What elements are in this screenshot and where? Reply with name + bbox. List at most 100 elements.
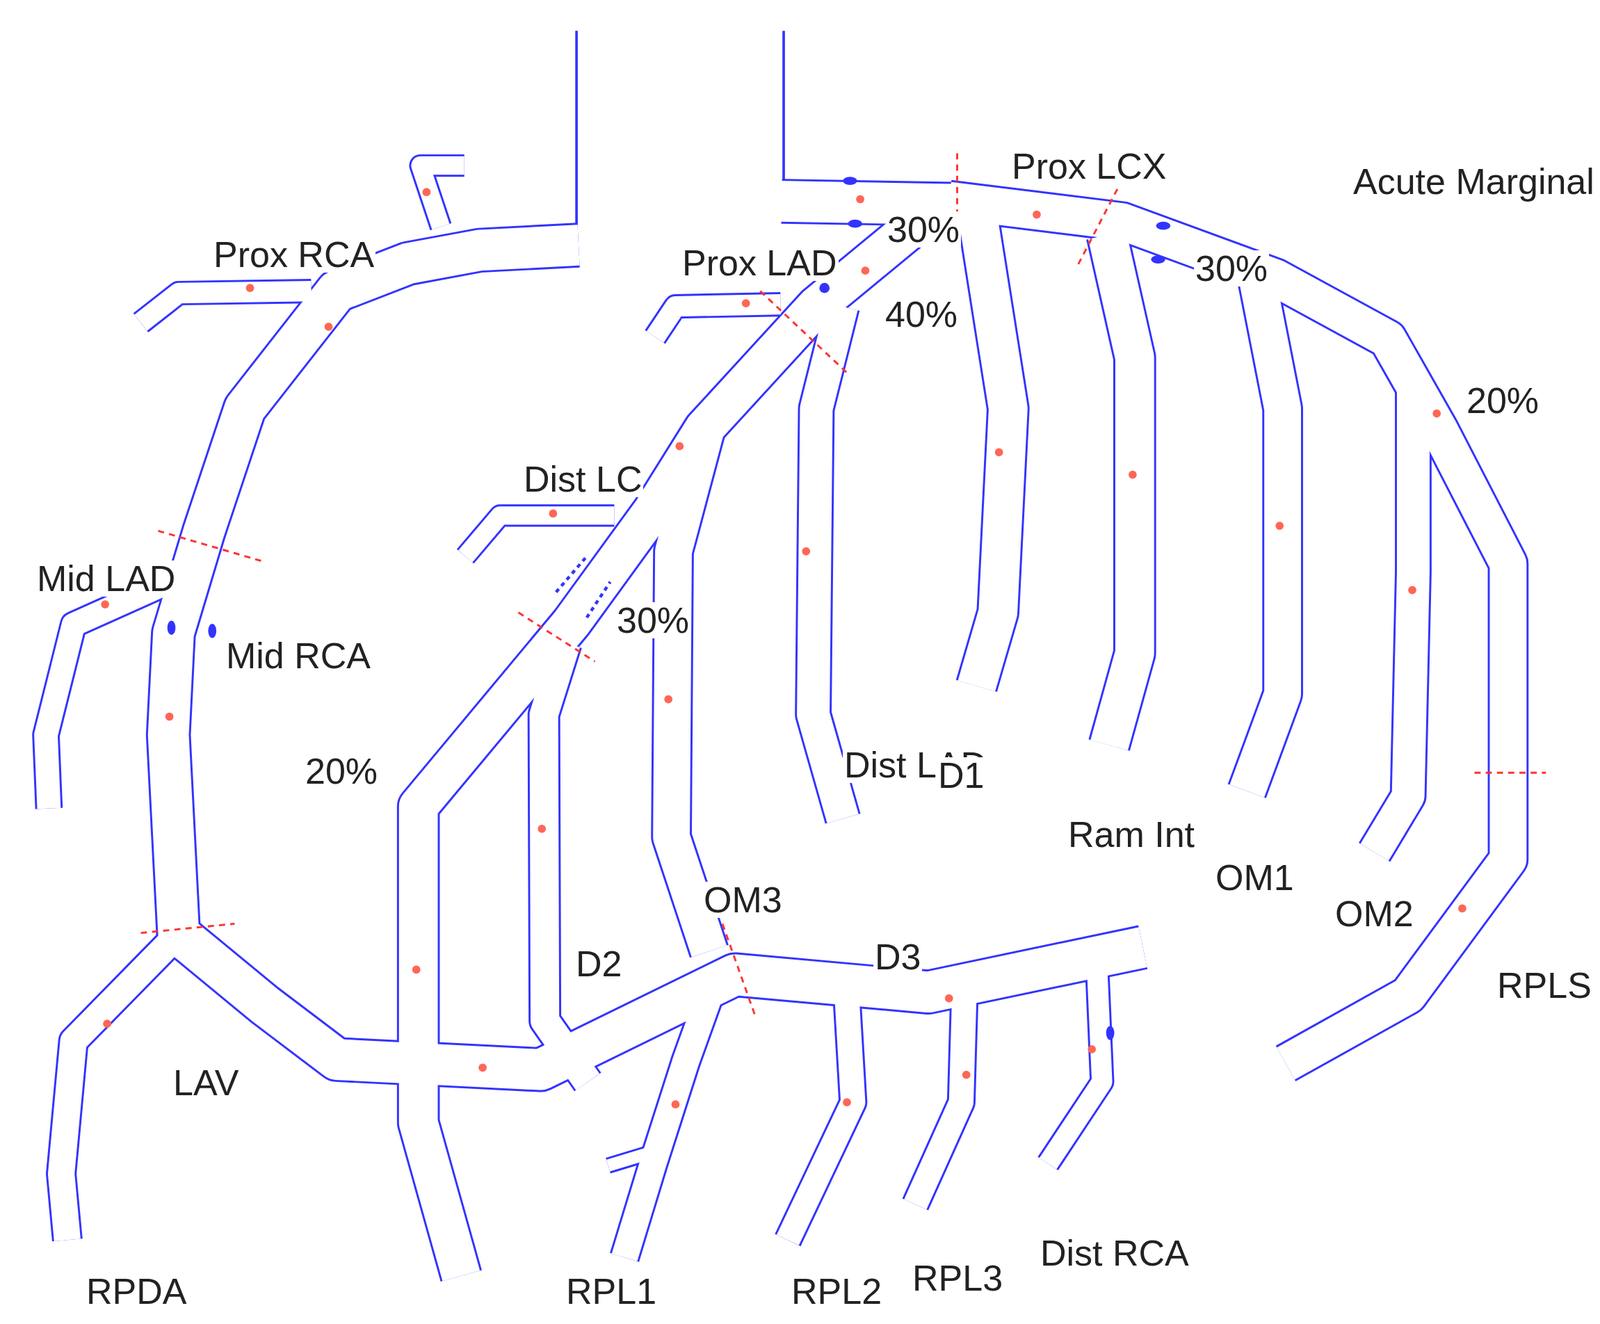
vessel-label: RPL3: [910, 1259, 1005, 1297]
d3: [543, 643, 588, 1082]
stenosis-mark: [1150, 255, 1166, 264]
om2: [1246, 267, 1283, 792]
segment-dot: [671, 1100, 681, 1109]
d3: [543, 643, 588, 1082]
rpl3: [1047, 964, 1103, 1164]
segment-dot: [478, 1063, 487, 1072]
segment-dot: [842, 1097, 852, 1107]
segment-dot: [995, 448, 1004, 457]
om3: [1374, 385, 1414, 853]
vessel-label: D2: [574, 945, 624, 982]
vessel-label: Dist RCA: [1038, 1234, 1191, 1272]
lad: [418, 209, 934, 1276]
ramus: [976, 214, 1008, 687]
segment-dot: [102, 1019, 112, 1028]
stenosis-mark: [819, 283, 830, 294]
vessel-label: Prox RCA: [212, 236, 376, 273]
rpda-twig: [608, 1151, 656, 1167]
mid-lad-branch: [465, 515, 614, 557]
stenosis-marks: [167, 176, 1171, 1040]
segment-dot: [1408, 586, 1417, 595]
stenosis-dashes: [556, 556, 611, 618]
aorta-walls: [576, 30, 784, 225]
lcx: [949, 200, 1509, 1064]
vessel-label: Prox LCX: [1010, 148, 1169, 185]
segment-divider: [518, 612, 595, 662]
stenosis-mark: [207, 623, 217, 639]
segment-dot: [801, 547, 811, 556]
segment-dot: [944, 994, 954, 1003]
segment-dot: [1432, 409, 1441, 418]
segment-divider: [722, 923, 756, 1016]
rpl2: [915, 995, 964, 1205]
segment-dot: [1128, 470, 1137, 480]
om1: [1106, 235, 1135, 746]
segment-divider: [1474, 771, 1547, 774]
om2: [1246, 267, 1283, 792]
rv-branch: [141, 291, 312, 323]
vessel-label: LAV: [171, 1064, 240, 1101]
conus-branch: [420, 165, 465, 227]
aorta-right-wall: [782, 30, 786, 181]
acute-marginal: [61, 936, 176, 1240]
stenosis-mark: [1156, 221, 1171, 231]
segment-dot: [100, 600, 110, 609]
segment-dot: [1087, 1045, 1096, 1054]
vessel-label: Acute Marginal: [1351, 163, 1596, 200]
segment-dot: [1032, 210, 1041, 220]
vessel-label: 30%: [1193, 250, 1270, 287]
septal-branch: [655, 304, 781, 338]
stenosis-mark: [1106, 1025, 1115, 1041]
d2: [671, 429, 710, 952]
stenosis-dash: [556, 556, 587, 592]
segment-dot: [549, 509, 558, 519]
segment-dot: [324, 322, 334, 331]
vessel-label: RPLS: [1495, 967, 1594, 1004]
segment-divider: [760, 291, 847, 373]
ramus: [976, 214, 1008, 687]
acute-marginal: [61, 936, 176, 1240]
vessel-label: OM2: [1333, 895, 1416, 932]
vessel-label: RPL2: [789, 1273, 884, 1310]
stenosis-mark: [167, 620, 176, 636]
segment-dot: [412, 965, 421, 975]
segment-dot: [165, 712, 174, 722]
segment-dot: [741, 299, 751, 308]
segment-dot: [855, 195, 865, 204]
d1: [813, 306, 844, 820]
vessel-label: D1: [936, 757, 986, 794]
segment-dot: [861, 266, 870, 275]
vessel-label: OM3: [702, 881, 784, 918]
vessel-label: D3: [873, 938, 923, 975]
segment-dot: [962, 1070, 971, 1080]
vessel-label: 30%: [885, 211, 961, 248]
segment-dot: [422, 187, 432, 197]
septal-branch: [655, 304, 781, 338]
vessel-label: Mid RCA: [224, 637, 373, 674]
rv-branch: [141, 291, 312, 323]
rpda: [624, 981, 715, 1258]
vessel-label: Prox LAD: [680, 244, 839, 281]
aorta-left-wall: [575, 30, 578, 225]
segment-divider: [157, 530, 263, 562]
vessel-label: 30%: [615, 602, 691, 639]
segment-divider: [1076, 189, 1118, 268]
vessel-label: RPL1: [564, 1273, 658, 1310]
vessel-label: Mid LAD: [35, 560, 177, 597]
rpl1: [787, 998, 854, 1241]
stenosis-dash: [586, 582, 611, 618]
segment-dot: [664, 695, 673, 704]
segment-dot: [1275, 521, 1284, 530]
vessel-label: OM1: [1214, 859, 1296, 896]
stenosis-mark: [847, 219, 863, 229]
segment-dot: [537, 824, 546, 834]
vessel-label: Dist LC: [522, 461, 644, 498]
vessel-label: RPDA: [84, 1273, 188, 1310]
conus-branch: [420, 165, 465, 227]
segment-dividers: [141, 152, 1547, 1016]
om1: [1106, 235, 1135, 746]
d1: [813, 306, 844, 820]
segment-divider: [141, 923, 236, 933]
d2: [671, 429, 710, 952]
lad: [418, 209, 934, 1276]
